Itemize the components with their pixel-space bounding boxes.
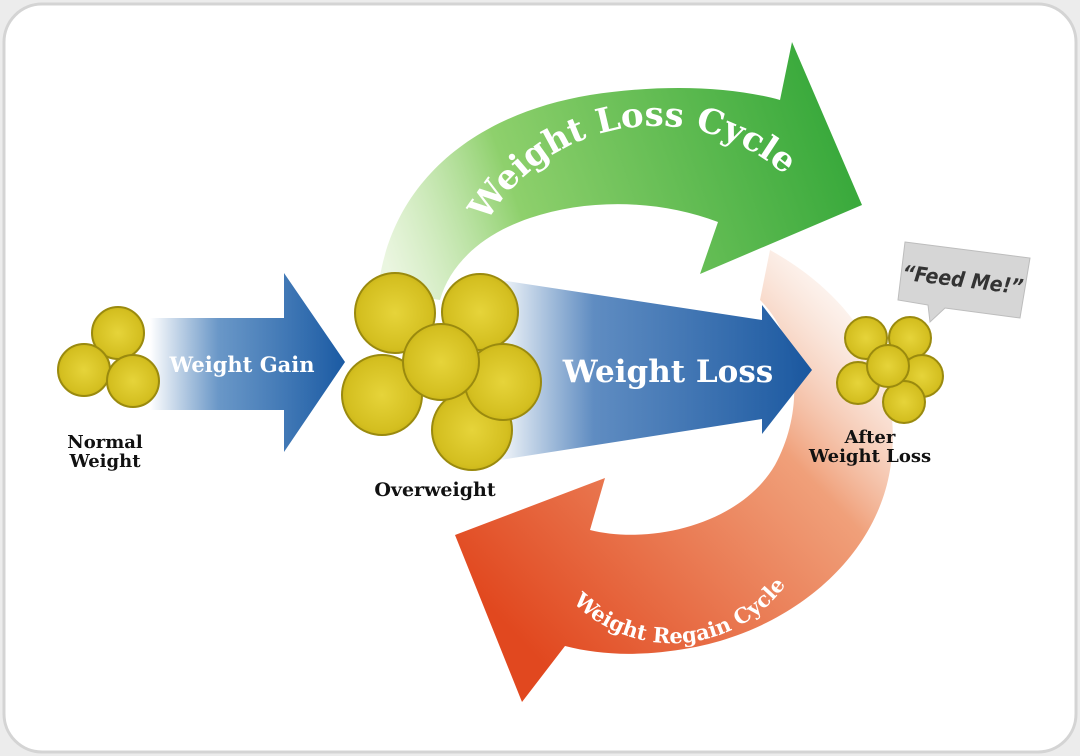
overweight-label: Overweight xyxy=(374,479,496,501)
after-weight-loss-label: After Weight Loss xyxy=(790,427,950,467)
weight-loss-label: Weight Loss xyxy=(562,354,774,390)
weight-gain-label: Weight Gain xyxy=(169,352,315,377)
speech-bubble: “Feed Me!” xyxy=(897,241,1031,324)
normal-weight-label: Normal Weight xyxy=(40,432,170,472)
weight-regain-cycle-arrow xyxy=(455,250,893,702)
normal-weight-label-line2: Weight xyxy=(69,450,141,472)
after-weight-loss-cells xyxy=(836,316,944,424)
weight-loss-cycle-arrow xyxy=(378,42,862,300)
after-weight-loss-label-line1: After xyxy=(844,427,896,448)
normal-weight-label-line1: Normal xyxy=(67,432,143,453)
normal-weight-cells xyxy=(57,306,160,408)
after-weight-loss-label-line2: Weight Loss xyxy=(808,445,932,467)
weight-gain-arrow xyxy=(150,273,345,452)
overweight-cells xyxy=(341,272,542,471)
weight-loss-arrow xyxy=(500,280,812,460)
